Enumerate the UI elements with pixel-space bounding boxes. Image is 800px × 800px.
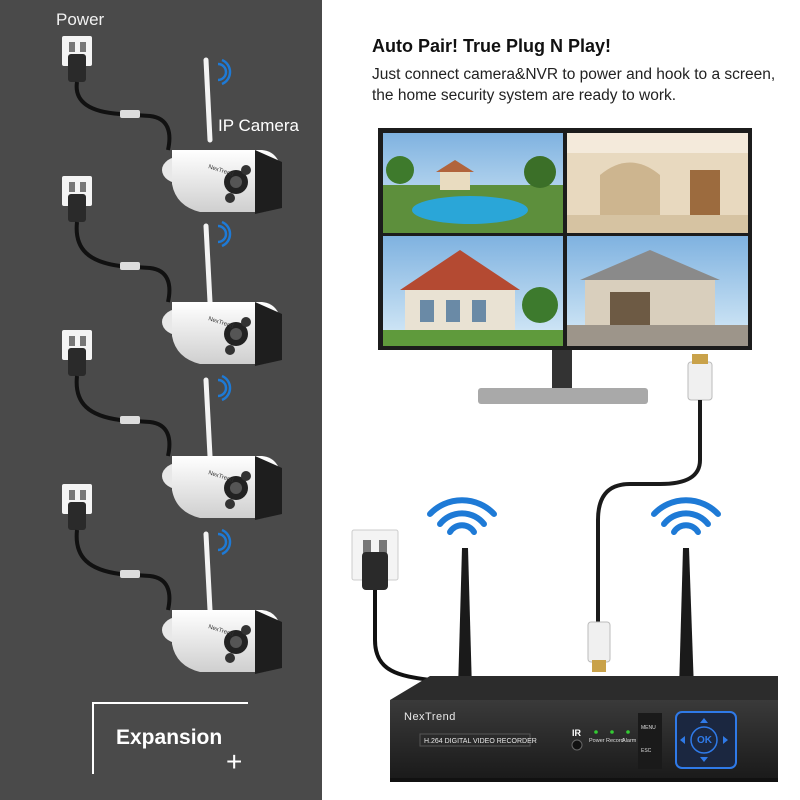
camera-unit-4: NexTrend — [62, 484, 282, 674]
expansion-label: Expansion — [116, 726, 223, 749]
monitor-icon — [378, 128, 752, 404]
hdmi-cable — [596, 400, 702, 622]
led-record-label: Record — [606, 738, 624, 744]
wifi-signal-icon — [217, 374, 232, 402]
wall-plug-icon — [62, 36, 92, 82]
screen-pane-interior — [567, 133, 748, 233]
ip-camera-icon — [162, 150, 282, 214]
antenna — [458, 548, 472, 690]
camera-unit-2: NexTrend — [62, 176, 282, 366]
screen-pane-house — [383, 236, 563, 346]
ip-camera-label: IP Camera — [218, 116, 299, 135]
wifi-signal-icon — [217, 58, 232, 86]
description: Just connect camera&NVR to power and hoo… — [372, 66, 776, 104]
cable-connector — [120, 570, 140, 578]
wifi-signal-icon — [651, 497, 721, 535]
ip-camera-icon — [162, 302, 282, 366]
nvr-model: H.264 DIGITAL VIDEO RECORDER — [424, 738, 537, 745]
led-power-label: Power — [589, 738, 605, 744]
ip-camera-icon — [162, 610, 282, 674]
antenna — [679, 548, 694, 690]
cable-connector — [120, 110, 140, 118]
camera-unit-1: NexTrend — [62, 36, 282, 214]
wifi-signal-icon — [427, 497, 497, 535]
screen-pane-driveway — [567, 236, 748, 346]
antenna — [203, 377, 213, 459]
ir-label: IR — [572, 728, 581, 738]
wall-plug-icon — [62, 484, 92, 530]
antenna — [203, 223, 213, 305]
wall-plug-icon — [62, 176, 92, 222]
wifi-signal-icon — [217, 220, 232, 248]
menu-label: MENU — [641, 725, 656, 731]
nvr-brand: NexTrend — [404, 711, 456, 723]
expansion-frame — [92, 702, 248, 774]
esc-label: ESC — [641, 748, 652, 754]
antenna — [203, 531, 213, 613]
wifi-signal-icon — [217, 528, 232, 556]
camera-unit-3: NexTrend — [62, 330, 282, 520]
ok-button-label: OK — [697, 735, 712, 746]
wall-plug-icon — [351, 529, 399, 590]
wall-plug-icon — [62, 330, 92, 376]
power-label: Power — [56, 10, 105, 29]
hdmi-plug-icon — [687, 354, 713, 401]
plus-icon: + — [226, 746, 243, 777]
ip-camera-icon — [162, 456, 282, 520]
nvr-device-icon — [390, 676, 778, 782]
cable-connector — [120, 262, 140, 270]
cable-connector — [120, 416, 140, 424]
hdmi-plug-icon — [587, 621, 611, 672]
screen-pane-pool — [383, 133, 563, 233]
antenna — [203, 57, 213, 143]
led-alarm-label: Alarm — [622, 738, 637, 744]
headline: Auto Pair! True Plug N Play! — [372, 36, 612, 56]
power-cable — [373, 590, 431, 682]
